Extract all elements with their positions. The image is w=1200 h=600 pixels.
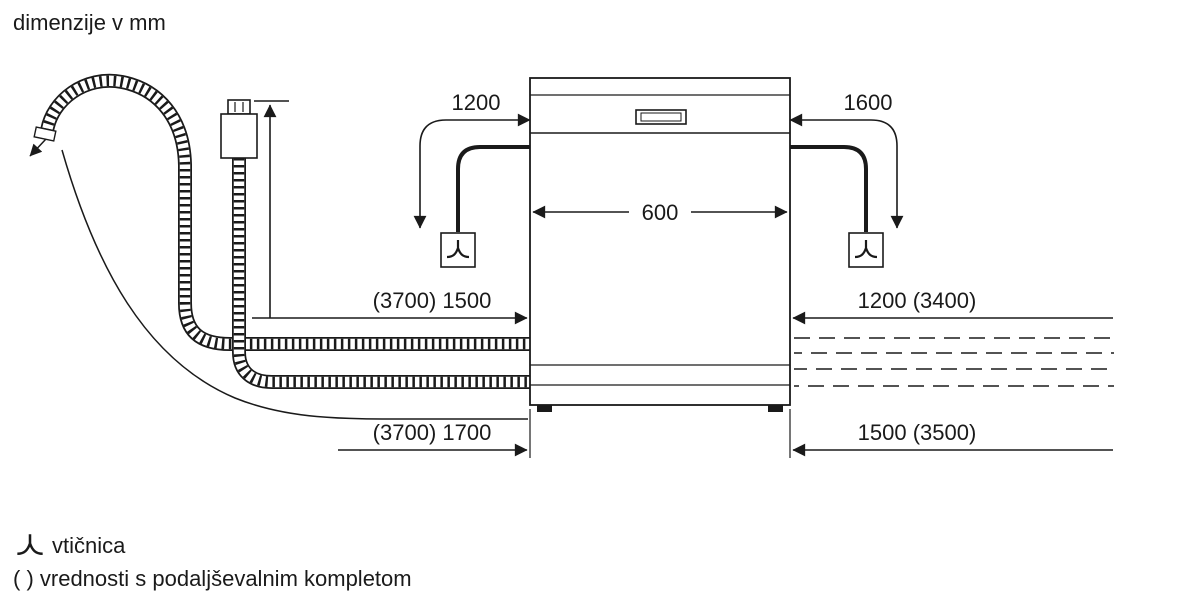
dishwasher-outline [529,77,791,406]
label-cord-bottom-left: (3700) 1700 [373,420,492,445]
control-panel [635,109,687,125]
dim-hose-right: 1200 (3400) [792,288,1113,325]
power-cord-option-right [790,145,868,232]
diagram-title: dimenzije v mm [13,10,166,35]
power-cord-option-left [456,145,530,232]
legend: vtičnica ( ) vrednosti s podaljševalnim … [13,533,412,591]
label-bottom-right: 1500 (3500) [858,420,977,445]
power-cord-left [61,149,528,420]
dim-cord-bottom-left: (3700) 1700 [338,409,531,458]
dim-appliance-width: 600 [532,199,788,225]
dim-hose-left: (3700) 1500 [252,100,528,325]
tap-connector [220,99,258,159]
dishwasher-foot-right [768,405,783,412]
socket-icon [17,534,43,556]
dim-bottom-right: 1500 (3500) [789,409,1113,458]
label-cord-left: 1200 [452,90,501,115]
socket-icon [440,232,476,268]
legend-socket-label: vtičnica [52,533,126,558]
label-appliance-width: 600 [642,200,679,225]
dim-cord-right: 1600 [789,90,904,268]
dim-cord-left: 1200 [413,90,531,268]
label-cord-right: 1600 [844,90,893,115]
drain-hose-end-cap [33,126,57,142]
drain-direction-arrow [29,138,47,157]
label-hose-right: 1200 (3400) [858,288,977,313]
dashed-hose-routing-right [794,337,1114,387]
socket-icon [848,232,884,268]
dishwasher-foot-left [537,405,552,412]
drain-hose [29,73,531,351]
dishwasher [529,77,791,412]
control-panel-inner [640,112,682,122]
label-hose-left: (3700) 1500 [373,288,492,313]
supply-hose [220,99,531,389]
legend-extension-note: ( ) vrednosti s podaljševalnim kompletom [13,566,412,591]
